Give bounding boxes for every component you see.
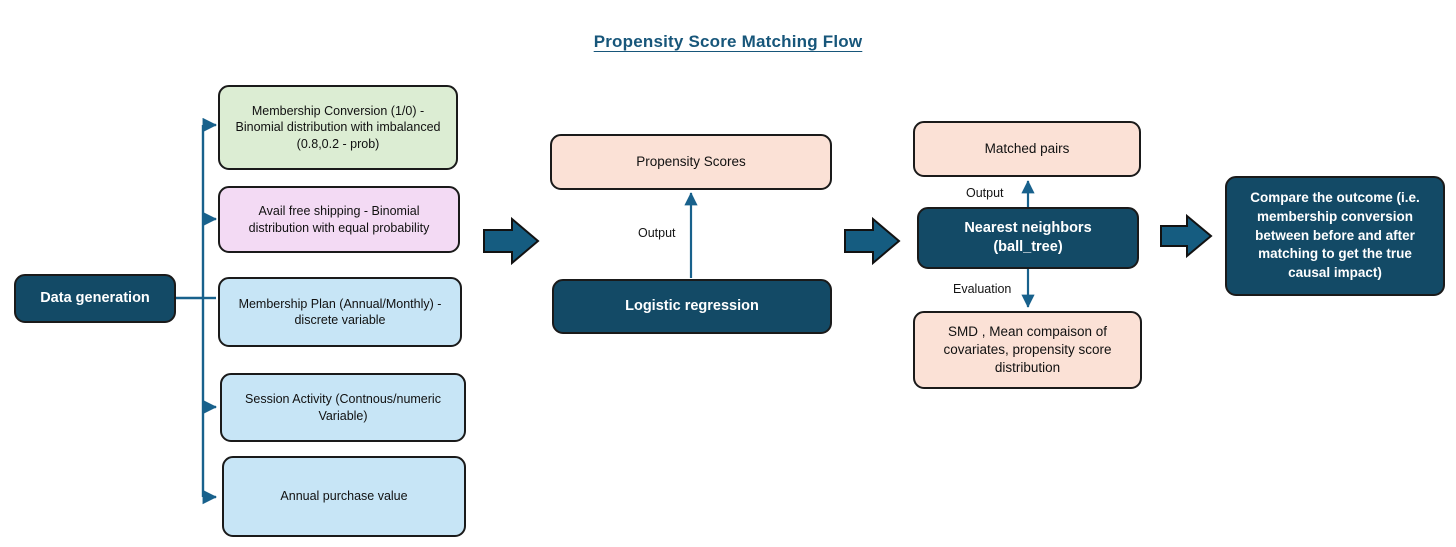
node-membership-plan[interactable]: Membership Plan (Annual/Monthly) - discr… [218, 277, 462, 347]
node-membership-plan-label: Membership Plan (Annual/Monthly) - discr… [238, 296, 442, 328]
node-membership-conversion[interactable]: Membership Conversion (1/0) - Binomial d… [218, 85, 458, 170]
node-session-activity[interactable]: Session Activity (Contnous/numeric Varia… [220, 373, 466, 442]
node-avail-free-shipping[interactable]: Avail free shipping - Binomial distribut… [218, 186, 460, 253]
node-nearest-neighbors-label: Nearest neighbors (ball_tree) [964, 219, 1092, 255]
node-smd-evaluation-label: SMD , Mean compaison of covariates, prop… [943, 324, 1112, 375]
node-propensity-scores-label: Propensity Scores [636, 154, 746, 170]
node-data-generation-label: Data generation [40, 289, 150, 306]
node-compare-outcome-label: Compare the outcome (i.e. membership con… [1250, 190, 1420, 280]
block-arrow-right-icon-2 [844, 216, 901, 266]
block-arrow-right-icon-1 [483, 216, 540, 266]
edge-label-evaluation: Evaluation [953, 282, 1012, 296]
node-annual-purchase-value-label: Annual purchase value [280, 489, 408, 504]
node-matched-pairs[interactable]: Matched pairs [913, 121, 1141, 177]
node-session-activity-label: Session Activity (Contnous/numeric Varia… [245, 392, 441, 423]
edge-label-output-propensity: Output [638, 226, 676, 240]
node-membership-conversion-label: Membership Conversion (1/0) - Binomial d… [235, 103, 441, 151]
block-arrow-right-icon-3 [1160, 213, 1213, 259]
node-nearest-neighbors[interactable]: Nearest neighbors (ball_tree) [917, 207, 1139, 269]
node-smd-evaluation[interactable]: SMD , Mean compaison of covariates, prop… [913, 311, 1142, 389]
node-compare-outcome[interactable]: Compare the outcome (i.e. membership con… [1225, 176, 1445, 296]
node-propensity-scores[interactable]: Propensity Scores [550, 134, 832, 190]
node-logistic-regression[interactable]: Logistic regression [552, 279, 832, 334]
edge-label-output-matched: Output [966, 186, 1004, 200]
node-matched-pairs-label: Matched pairs [984, 141, 1070, 157]
node-logistic-regression-label: Logistic regression [625, 297, 759, 314]
page-title: Propensity Score Matching Flow [593, 32, 863, 51]
node-data-generation[interactable]: Data generation [14, 274, 176, 323]
node-avail-free-shipping-label: Avail free shipping - Binomial distribut… [248, 204, 430, 235]
node-annual-purchase-value[interactable]: Annual purchase value [222, 456, 466, 537]
